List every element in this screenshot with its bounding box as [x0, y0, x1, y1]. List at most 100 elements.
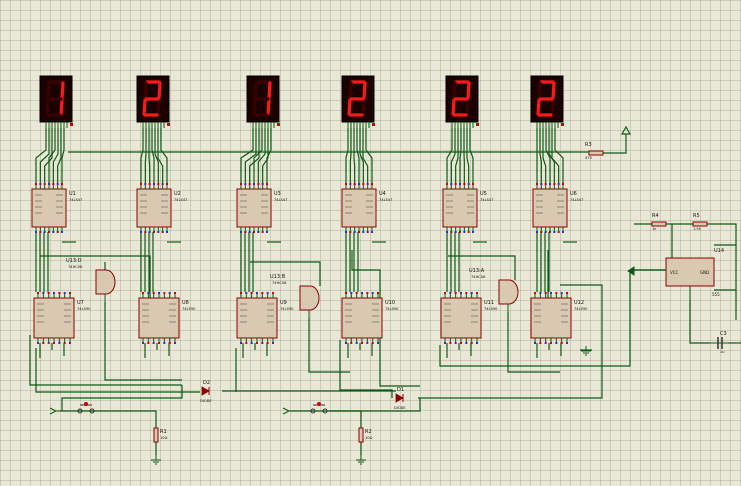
- pin-state-marker: [454, 231, 457, 233]
- segment-f: [452, 81, 457, 100]
- chip-body: [532, 188, 568, 228]
- timer-wire: [707, 223, 737, 320]
- segment-bus-wire: [266, 128, 272, 184]
- segment-c: [550, 98, 555, 116]
- pin-state-marker: [454, 292, 457, 294]
- power-arrow: [620, 125, 632, 135]
- pin-state-marker: [61, 183, 63, 185]
- segment-bus-wire: [356, 128, 360, 184]
- pin-state-marker: [157, 183, 160, 185]
- chip-part-label: 74LS47: [570, 198, 583, 202]
- button-arrow: [282, 407, 291, 415]
- pin-state-marker: [53, 292, 55, 294]
- pin-state-marker: [355, 342, 358, 344]
- display-digit-value: 2: [547, 133, 548, 135]
- resistor-ref-label: R1: [160, 429, 167, 435]
- pin-state-marker: [550, 342, 552, 344]
- segment-bus-wire: [262, 128, 269, 184]
- pin-state-marker: [540, 231, 543, 233]
- pin-state-marker: [166, 183, 168, 185]
- pin-state-marker: [450, 183, 453, 185]
- pin-state-marker: [261, 231, 264, 233]
- segment-bus-wire: [144, 128, 147, 184]
- pin-state-marker: [250, 292, 253, 294]
- pin-state-marker: [61, 231, 63, 233]
- pin-state-marker: [371, 342, 374, 344]
- ground-icon: [581, 346, 591, 356]
- pin-state-marker: [472, 183, 474, 185]
- pin-state-marker: [536, 231, 538, 233]
- gate-ref-label: U13:B: [270, 274, 286, 280]
- pin-state-marker: [147, 342, 150, 344]
- segment-bus-wire: [542, 128, 547, 184]
- segment-bus-wire: [539, 128, 542, 184]
- resistor-body: [692, 221, 708, 227]
- resistor-value-label: 470: [585, 156, 593, 160]
- pin-state-marker: [166, 231, 168, 233]
- pin-state-marker: [256, 292, 258, 294]
- pin-state-marker: [37, 342, 39, 344]
- segment-c: [156, 98, 161, 116]
- pin-state-marker: [350, 292, 353, 294]
- pin-state-marker: [476, 292, 478, 294]
- button-arrow: [49, 407, 58, 415]
- segment-e: [45, 98, 50, 116]
- pin-state-marker: [168, 342, 171, 344]
- segment-b: [267, 81, 272, 100]
- chip-ref-label: U1: [69, 191, 76, 197]
- segment-bus-wire: [257, 128, 266, 184]
- pin-state-marker: [43, 231, 46, 233]
- segment-bus-wire: [35, 128, 47, 184]
- pin-state-marker: [446, 231, 448, 233]
- pin-state-marker: [449, 292, 452, 294]
- pin-state-marker: [454, 342, 457, 344]
- resistor-r5: R51.5k: [692, 213, 708, 231]
- pin-state-marker: [349, 183, 352, 185]
- pin-state-marker: [549, 183, 551, 185]
- pin-state-marker: [345, 292, 347, 294]
- segment-bus-wire: [148, 128, 151, 184]
- segment-c: [361, 98, 366, 116]
- pin-state-marker: [450, 231, 453, 233]
- pin-state-marker: [353, 183, 356, 185]
- pin-state-marker: [460, 342, 462, 344]
- chip-ref-label: U10: [385, 300, 395, 306]
- display-digit-value: 2: [153, 133, 154, 135]
- segment-bus-wire: [151, 128, 155, 184]
- pin-state-marker: [163, 342, 166, 344]
- gate-part-label: 74HC08: [272, 281, 287, 285]
- pin-state-marker: [544, 342, 547, 344]
- pin-state-marker: [555, 342, 558, 344]
- pin-state-marker: [467, 183, 470, 185]
- pin-state-marker: [168, 292, 171, 294]
- gate-ref-label: U13:D: [66, 258, 82, 264]
- segment-bus-wire: [545, 128, 551, 184]
- pin-state-marker: [449, 342, 452, 344]
- pin-state-marker: [52, 183, 55, 185]
- pin-state-marker: [153, 231, 155, 233]
- button-contact: [310, 408, 316, 414]
- seven-segment-display-6: 2: [530, 75, 564, 135]
- diode-body: [201, 386, 210, 396]
- chip-body: [236, 297, 278, 339]
- pin-state-marker: [272, 342, 274, 344]
- pin-state-marker: [371, 292, 374, 294]
- diode-body: [395, 393, 404, 403]
- pin-state-marker: [142, 342, 144, 344]
- segment-e: [536, 98, 541, 116]
- pin-state-marker: [256, 342, 258, 344]
- chip-body: [530, 297, 572, 339]
- segment-e: [451, 98, 456, 116]
- display-digit-value: 1: [263, 133, 264, 135]
- chip-body: [440, 297, 482, 339]
- segment-bus-wire: [459, 128, 462, 184]
- chip-part-label: 74LS47: [274, 198, 287, 202]
- pin-state-marker: [377, 342, 379, 344]
- button-cap: [84, 402, 88, 406]
